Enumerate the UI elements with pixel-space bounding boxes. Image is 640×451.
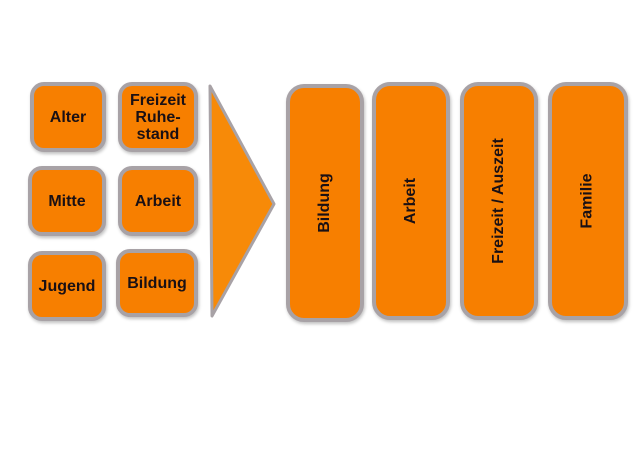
box-jugend: Jugend — [28, 251, 106, 321]
column-bildung-label: Bildung — [315, 173, 333, 233]
right-arrow-icon — [208, 84, 276, 318]
box-jugend-label: Jugend — [38, 277, 96, 295]
box-alter: Alter — [30, 82, 106, 152]
column-bildung: Bildung — [286, 84, 364, 322]
column-familie: Familie — [548, 82, 628, 320]
column-freizeit-auszeit-label: Freizeit / Auszeit — [490, 138, 507, 264]
box-bildung: Bildung — [116, 249, 198, 317]
box-alter-label: Alter — [49, 108, 87, 126]
box-freizeit-ruhestand: Freizeit Ruhe- stand — [118, 82, 198, 152]
box-arbeit: Arbeit — [118, 166, 198, 236]
box-mitte: Mitte — [28, 166, 106, 236]
column-familie-label: Familie — [578, 173, 596, 229]
column-freizeit-auszeit: Freizeit / Auszeit — [460, 82, 538, 320]
column-arbeit: Arbeit — [372, 82, 450, 320]
box-freizeit-ruhestand-label: Freizeit Ruhe- stand — [129, 91, 186, 143]
box-arbeit-label: Arbeit — [134, 192, 182, 210]
column-arbeit-label: Arbeit — [401, 177, 419, 225]
box-mitte-label: Mitte — [48, 192, 86, 210]
box-bildung-label: Bildung — [127, 274, 187, 292]
